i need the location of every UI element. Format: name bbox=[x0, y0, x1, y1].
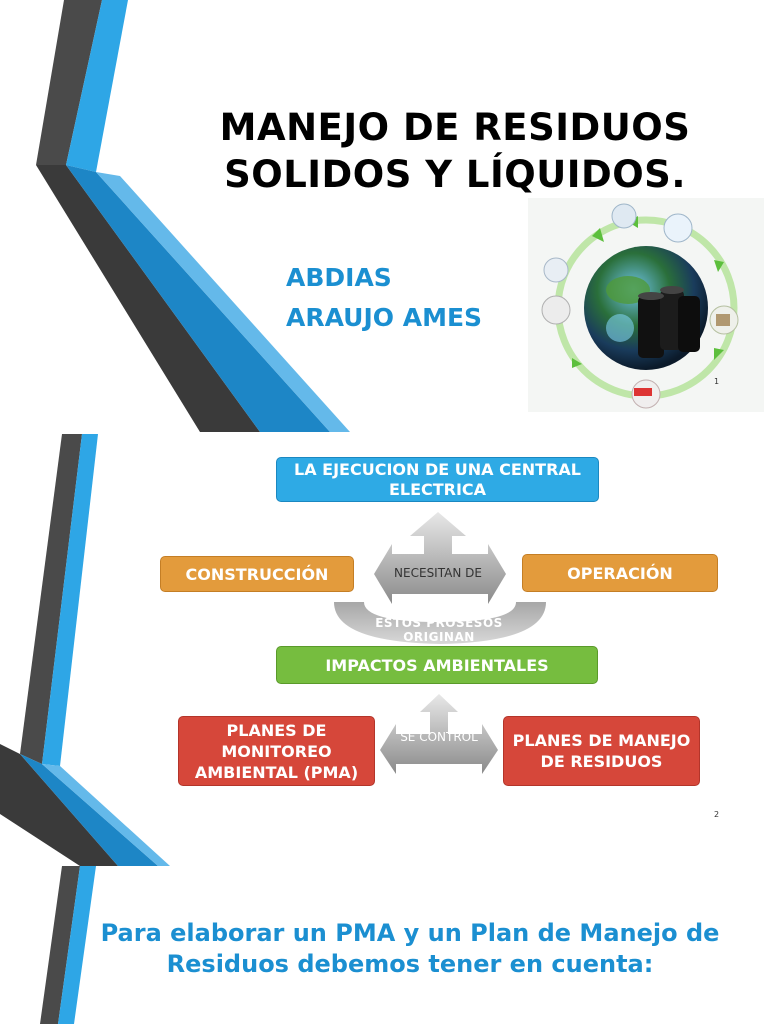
necesitan-label: NECESITAN DE bbox=[394, 566, 482, 580]
central-electrica-box: LA EJECUCION DE UNA CENTRAL ELECTRICA bbox=[276, 457, 599, 502]
slide-3: Para elaborar un PMA y un Plan de Manejo… bbox=[0, 866, 768, 1024]
author-name: ABDIAS ARAUJO AMES bbox=[286, 258, 482, 338]
control-arrows bbox=[380, 694, 498, 774]
author-line-2: ARAUJO AMES bbox=[286, 303, 483, 332]
globe-recycling-cycle-icon bbox=[528, 198, 764, 412]
page-number: 2 bbox=[714, 810, 720, 819]
author-line-1: ABDIAS bbox=[286, 263, 392, 292]
planes-monitoreo-box: PLANES DE MONITOREO AMBIENTAL (PMA) bbox=[178, 716, 375, 786]
planes-manejo-residuos-box: PLANES DE MANEJO DE RESIDUOS bbox=[503, 716, 700, 786]
decorative-stripes bbox=[0, 434, 170, 866]
slide-heading: Para elaborar un PMA y un Plan de Manejo… bbox=[100, 919, 720, 978]
se-control-label: SE CONTROL bbox=[400, 730, 478, 744]
originan-label: ESTOS PROSESOS ORIGINAN bbox=[375, 616, 503, 644]
operacion-box: OPERACIÓN bbox=[522, 554, 718, 592]
slide-2: LA EJECUCION DE UNA CENTRAL ELECTRICA CO… bbox=[0, 434, 768, 866]
directional-arrows bbox=[334, 512, 546, 644]
title-line-1: MANEJO DE RESIDUOS bbox=[219, 106, 691, 149]
impactos-ambientales-box: IMPACTOS AMBIENTALES bbox=[276, 646, 598, 684]
title-line-2: SOLIDOS Y LÍQUIDOS. bbox=[224, 153, 686, 196]
page-number: 1 bbox=[714, 377, 720, 386]
decorative-stripes bbox=[0, 0, 350, 432]
slide-1: MANEJO DE RESIDUOS SOLIDOS Y LÍQUIDOS. A… bbox=[0, 0, 768, 432]
construccion-box: CONSTRUCCIÓN bbox=[160, 556, 354, 592]
decorative-stripes bbox=[40, 866, 96, 1024]
slide-title: MANEJO DE RESIDUOS SOLIDOS Y LÍQUIDOS. bbox=[185, 104, 725, 198]
